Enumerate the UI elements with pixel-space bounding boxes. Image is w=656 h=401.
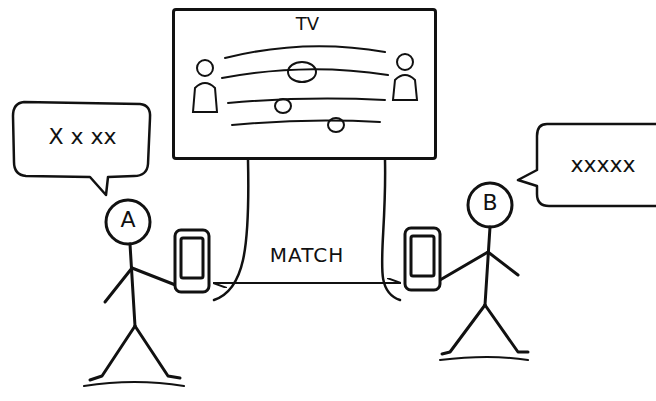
node-label: TV <box>175 13 440 35</box>
player-body <box>193 83 217 112</box>
speech-bubble: xxxxx <box>515 120 656 212</box>
edge-label: MATCH <box>270 243 344 267</box>
speech-bubble: X x xx <box>10 98 155 198</box>
node-label: X x xx <box>10 124 155 150</box>
field-line <box>222 69 388 78</box>
ball <box>328 118 344 132</box>
player-body <box>393 75 417 100</box>
ball <box>288 62 316 82</box>
field-line <box>225 46 385 58</box>
node-label: B <box>476 190 504 216</box>
player-head <box>397 54 413 70</box>
ball <box>275 99 291 113</box>
field-line <box>228 99 385 103</box>
cable-connector <box>382 160 400 300</box>
player-head <box>197 60 213 76</box>
person-figure: A <box>80 196 214 391</box>
node-label: xxxxx <box>543 152 656 178</box>
node-label: A <box>114 207 142 233</box>
field-line <box>232 121 380 125</box>
person-figure: B <box>400 180 530 365</box>
tv-screen-box: TV <box>172 8 437 160</box>
person-figure-outline <box>80 196 214 391</box>
cable-connector <box>214 160 248 300</box>
match-arrow <box>214 282 400 284</box>
person-figure-outline <box>400 180 530 365</box>
